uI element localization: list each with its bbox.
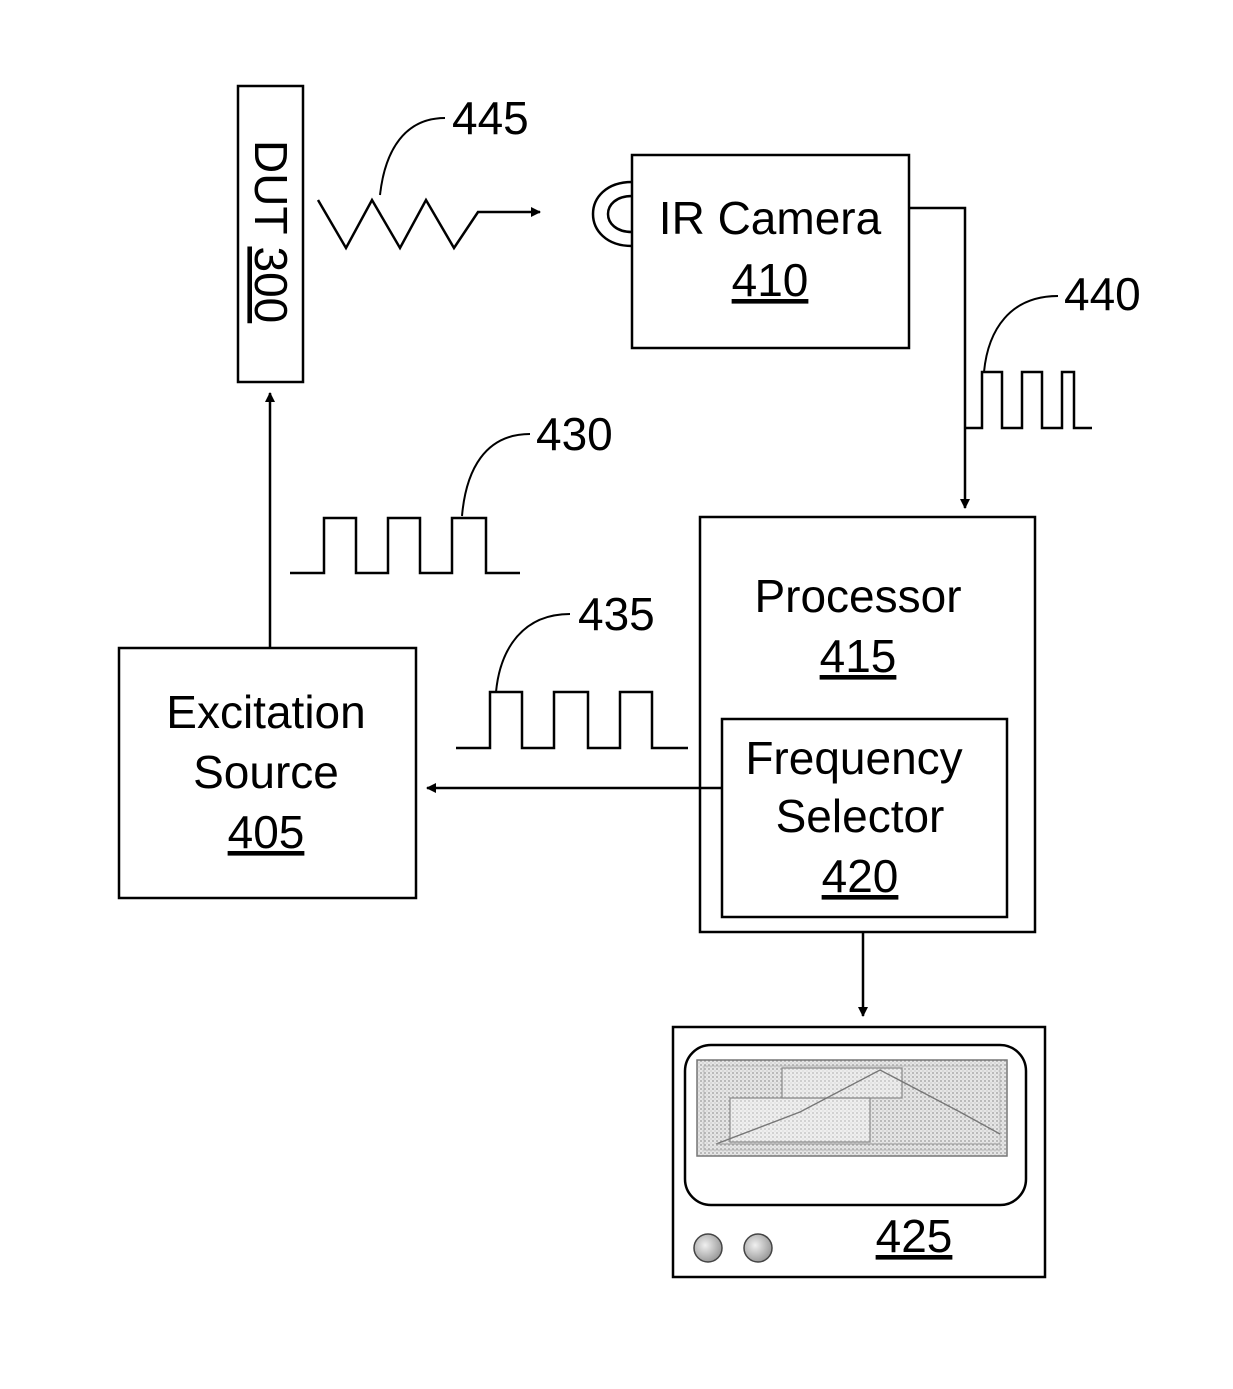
excitation-signal: 430	[290, 408, 613, 573]
excitation-source-ref: 405	[228, 806, 305, 858]
display-knob-left	[694, 1234, 722, 1262]
processor-block: Processor 415 Frequency Selector 420	[700, 517, 1035, 932]
dut-block: DUT 300	[238, 86, 303, 382]
ir-camera-label: IR Camera	[659, 192, 882, 244]
camera-lens-outer	[593, 182, 632, 246]
frequency-selector-ref: 420	[822, 850, 899, 902]
excitation-source-label-1: Excitation	[166, 686, 365, 738]
camera-output-signal: 440	[964, 268, 1141, 428]
control-signal-ref: 435	[578, 588, 655, 640]
display-ref: 425	[876, 1210, 953, 1262]
display-monitor: 425	[673, 1027, 1045, 1277]
control-signal: 435	[456, 588, 688, 748]
frequency-selector-label-2: Selector	[776, 790, 945, 842]
excitation-source-block: Excitation Source 405	[119, 648, 416, 898]
processor-label: Processor	[754, 570, 961, 622]
frequency-selector-block: Frequency Selector 420	[722, 719, 1007, 917]
display-knob-right	[744, 1234, 772, 1262]
infrared-signal-ref: 445	[452, 92, 529, 144]
excitation-source-label-2: Source	[193, 746, 339, 798]
infrared-signal: 445	[318, 92, 540, 248]
dut-label: DUT 300	[245, 140, 297, 323]
camera-lens-inner	[608, 196, 632, 232]
display-screen-image	[697, 1060, 1007, 1156]
camera-to-processor-wire	[909, 208, 965, 508]
frequency-selector-label-1: Frequency	[745, 732, 962, 784]
excitation-signal-ref: 430	[536, 408, 613, 460]
processor-ref: 415	[820, 630, 897, 682]
camera-output-signal-ref: 440	[1064, 268, 1141, 320]
ir-camera-ref: 410	[732, 254, 809, 306]
ir-camera-block: IR Camera 410	[593, 155, 909, 348]
